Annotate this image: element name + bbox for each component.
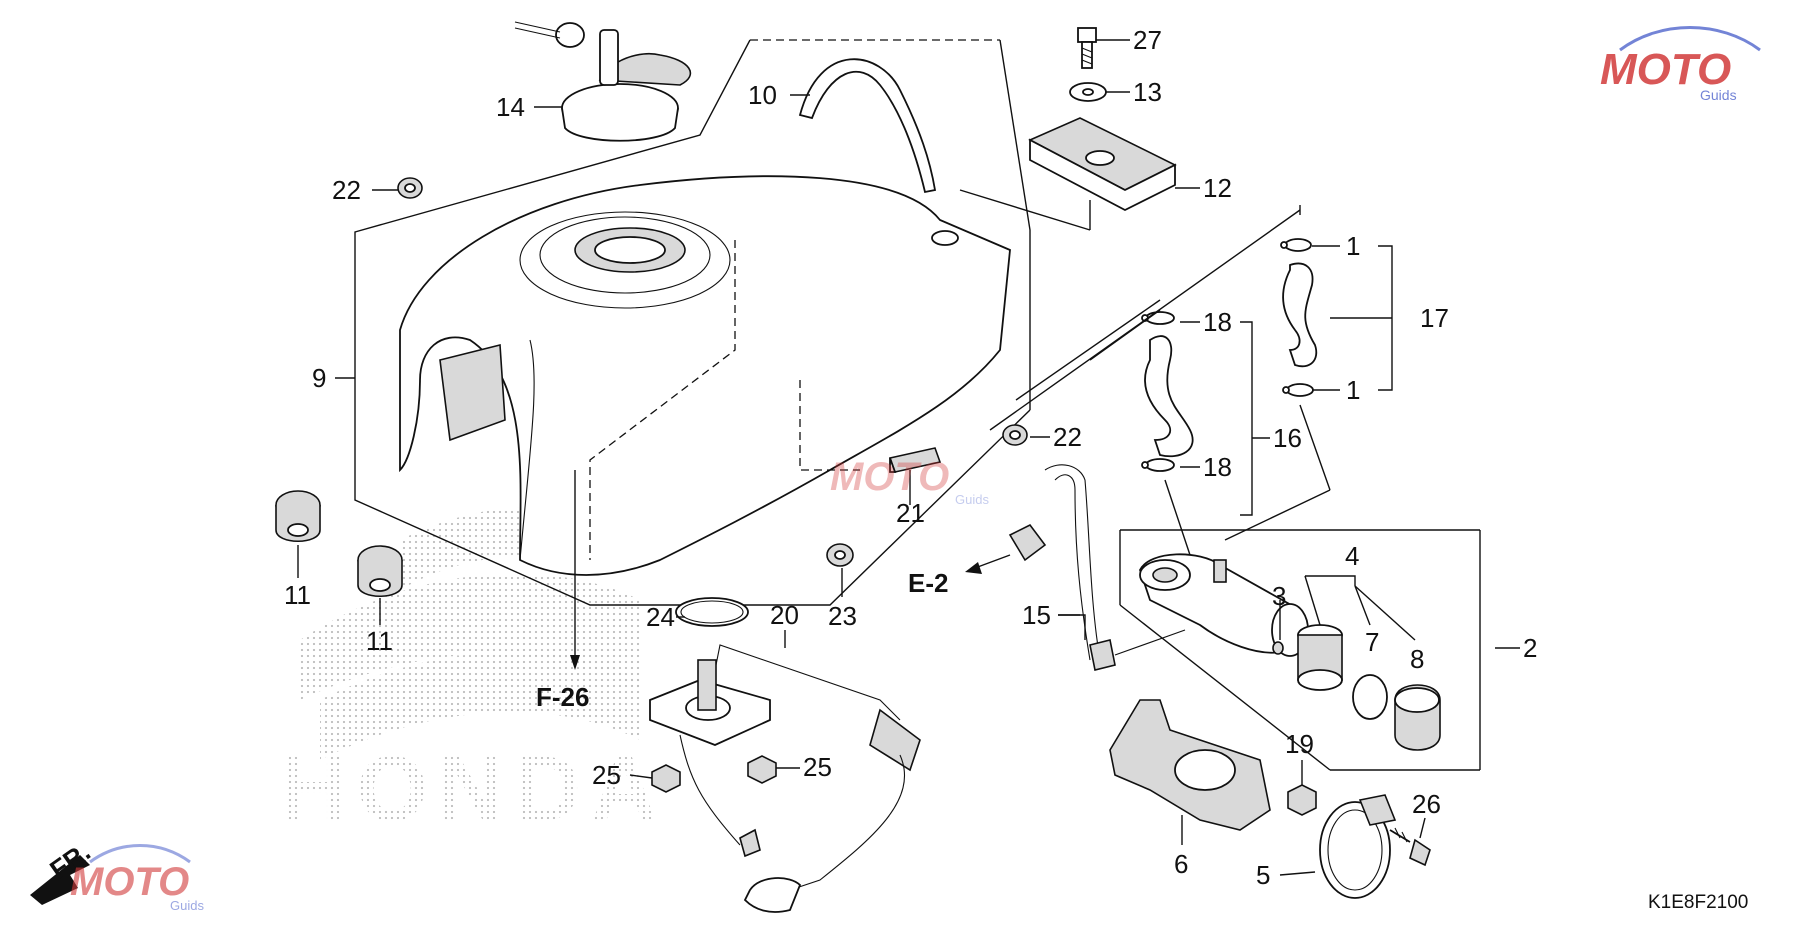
label-27: 27: [1133, 25, 1162, 55]
part-11-damper-right: [357, 545, 403, 597]
label-11-left: 11: [284, 580, 311, 610]
part-20-fuel-sensor: [649, 644, 921, 913]
label-18-upper: 18: [1203, 307, 1232, 337]
part-27-bolt: [1077, 27, 1097, 69]
part-25-nut-left: [651, 764, 681, 793]
label-18-lower: 18: [1203, 452, 1232, 482]
part-15-harness: [1008, 464, 1186, 671]
fuel-pump-group-outline: [1119, 529, 1481, 771]
part-21-cushion: [888, 447, 942, 473]
honda-logo-text: HONDA: [280, 738, 667, 840]
part-4-filter: [1297, 624, 1343, 691]
label-25-right: 25: [803, 752, 832, 782]
label-25-left: 25: [592, 760, 621, 790]
part-5-retainer-ring: [1319, 794, 1397, 899]
watermark-bottom-left: MOTO Guids: [70, 844, 204, 913]
part-24-o-ring: [675, 597, 749, 627]
part-22-grommet-upper: [397, 177, 423, 199]
label-16: 16: [1273, 423, 1302, 453]
part-10-strip: [798, 58, 937, 194]
tank-assembly-outline: [354, 39, 1031, 606]
watermark-bottom-sub: Guids: [170, 898, 204, 913]
part-7-o-ring: [1352, 674, 1388, 720]
part-16-hose: [1144, 335, 1194, 458]
part-6-pump-bracket: [1109, 699, 1271, 831]
front-arrow-icon: [30, 855, 90, 905]
part-23-grommet: [826, 543, 854, 567]
part-18-clamp-lower: [1141, 458, 1175, 472]
part-19-nut: [1287, 784, 1317, 816]
part-11-damper-left: [275, 490, 321, 542]
part-14-fuel-cap: [514, 21, 692, 142]
label-19: 19: [1285, 729, 1314, 759]
watermark-brand: MOTO: [1600, 45, 1731, 94]
part-22-grommet-lower: [1002, 424, 1028, 446]
label-7: 7: [1365, 627, 1379, 657]
watermark-center-sub: Guids: [955, 492, 989, 507]
label-8: 8: [1410, 644, 1424, 674]
leader-lines: [297, 39, 1520, 876]
label-13: 13: [1133, 77, 1162, 107]
watermark-top-right: MOTO Guids: [1600, 26, 1761, 103]
label-24: 24: [646, 602, 675, 632]
part-26-bolt: [1389, 827, 1431, 867]
fuel-tank: [399, 175, 1011, 576]
part-25-nut-right: [747, 755, 777, 784]
watermark-center: MOTO Guids: [830, 455, 989, 507]
label-22-upper: 22: [332, 175, 361, 205]
label-12: 12: [1203, 173, 1232, 203]
label-1-lower: 1: [1346, 375, 1360, 405]
reference-arrows: [30, 470, 1011, 905]
diagram-code: K1E8F2100: [1648, 892, 1748, 913]
part-labels: 27 13 12 10 14 22 9 22 21 23 24 20 11 11…: [284, 25, 1537, 890]
label-2: 2: [1523, 633, 1537, 663]
label-23: 23: [828, 601, 857, 631]
label-15: 15: [1022, 600, 1051, 630]
label-14: 14: [496, 92, 525, 122]
label-5: 5: [1256, 860, 1270, 890]
ref-f26: F-26: [536, 682, 589, 712]
label-21: 21: [896, 498, 925, 528]
label-9: 9: [312, 363, 326, 393]
part-1-clamp-upper: [1280, 238, 1312, 252]
part-1-clamp-lower: [1282, 383, 1314, 397]
label-22-lower: 22: [1053, 422, 1082, 452]
label-3: 3: [1272, 581, 1286, 611]
label-10: 10: [748, 80, 777, 110]
ref-e2: E-2: [908, 568, 948, 598]
honda-wing-logo: HONDA: [280, 506, 667, 840]
label-26: 26: [1412, 789, 1441, 819]
part-17-hose: [1282, 262, 1318, 368]
label-4: 4: [1345, 541, 1359, 571]
part-8-filter-cap: [1394, 684, 1441, 751]
watermark-sub: Guids: [1700, 87, 1737, 103]
part-12-mount: [1028, 117, 1177, 212]
label-17: 17: [1420, 303, 1449, 333]
label-20: 20: [770, 600, 799, 630]
watermark-center-brand: MOTO: [830, 455, 949, 499]
label-1-upper: 1: [1346, 231, 1360, 261]
label-11-right: 11: [366, 626, 393, 656]
part-13-washer: [1069, 82, 1107, 102]
part-3-small-o-ring: [1272, 641, 1284, 655]
label-6: 6: [1174, 849, 1188, 879]
watermark-bottom-brand: MOTO: [70, 860, 189, 904]
